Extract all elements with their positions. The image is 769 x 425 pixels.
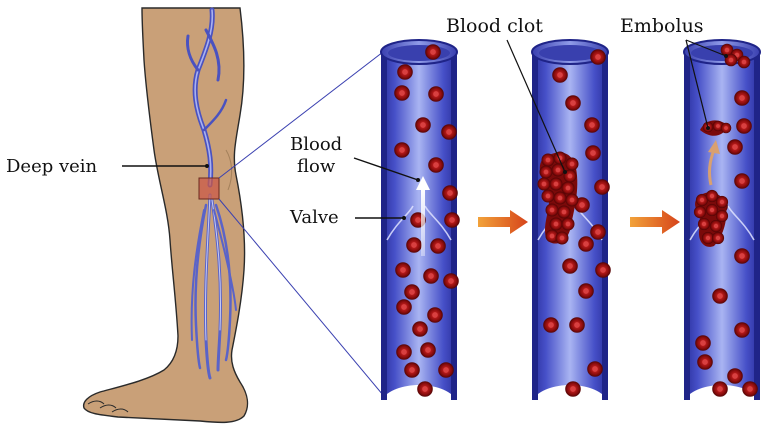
- vein-tube-normal: [381, 40, 460, 400]
- leg-illustration: [84, 8, 248, 422]
- zoom-region-box: [199, 178, 219, 199]
- deep-vein-label: Deep vein: [6, 156, 98, 177]
- blood-clot-label: Blood clot: [446, 15, 543, 37]
- blood-flow-label-line1: Blood: [290, 134, 342, 155]
- progression-arrow-1: [478, 210, 528, 234]
- vein-tube-embolus: [684, 40, 760, 400]
- vein-tubes: [381, 40, 760, 400]
- leg-shape: [84, 8, 248, 422]
- valve-label: Valve: [289, 207, 339, 228]
- zoom-line-bottom: [219, 199, 383, 395]
- vein-tube-clot: [532, 40, 611, 400]
- progression-arrow-2: [630, 210, 680, 234]
- embolus-label: Embolus: [620, 15, 704, 37]
- blood-flow-label-line2: flow: [297, 156, 336, 177]
